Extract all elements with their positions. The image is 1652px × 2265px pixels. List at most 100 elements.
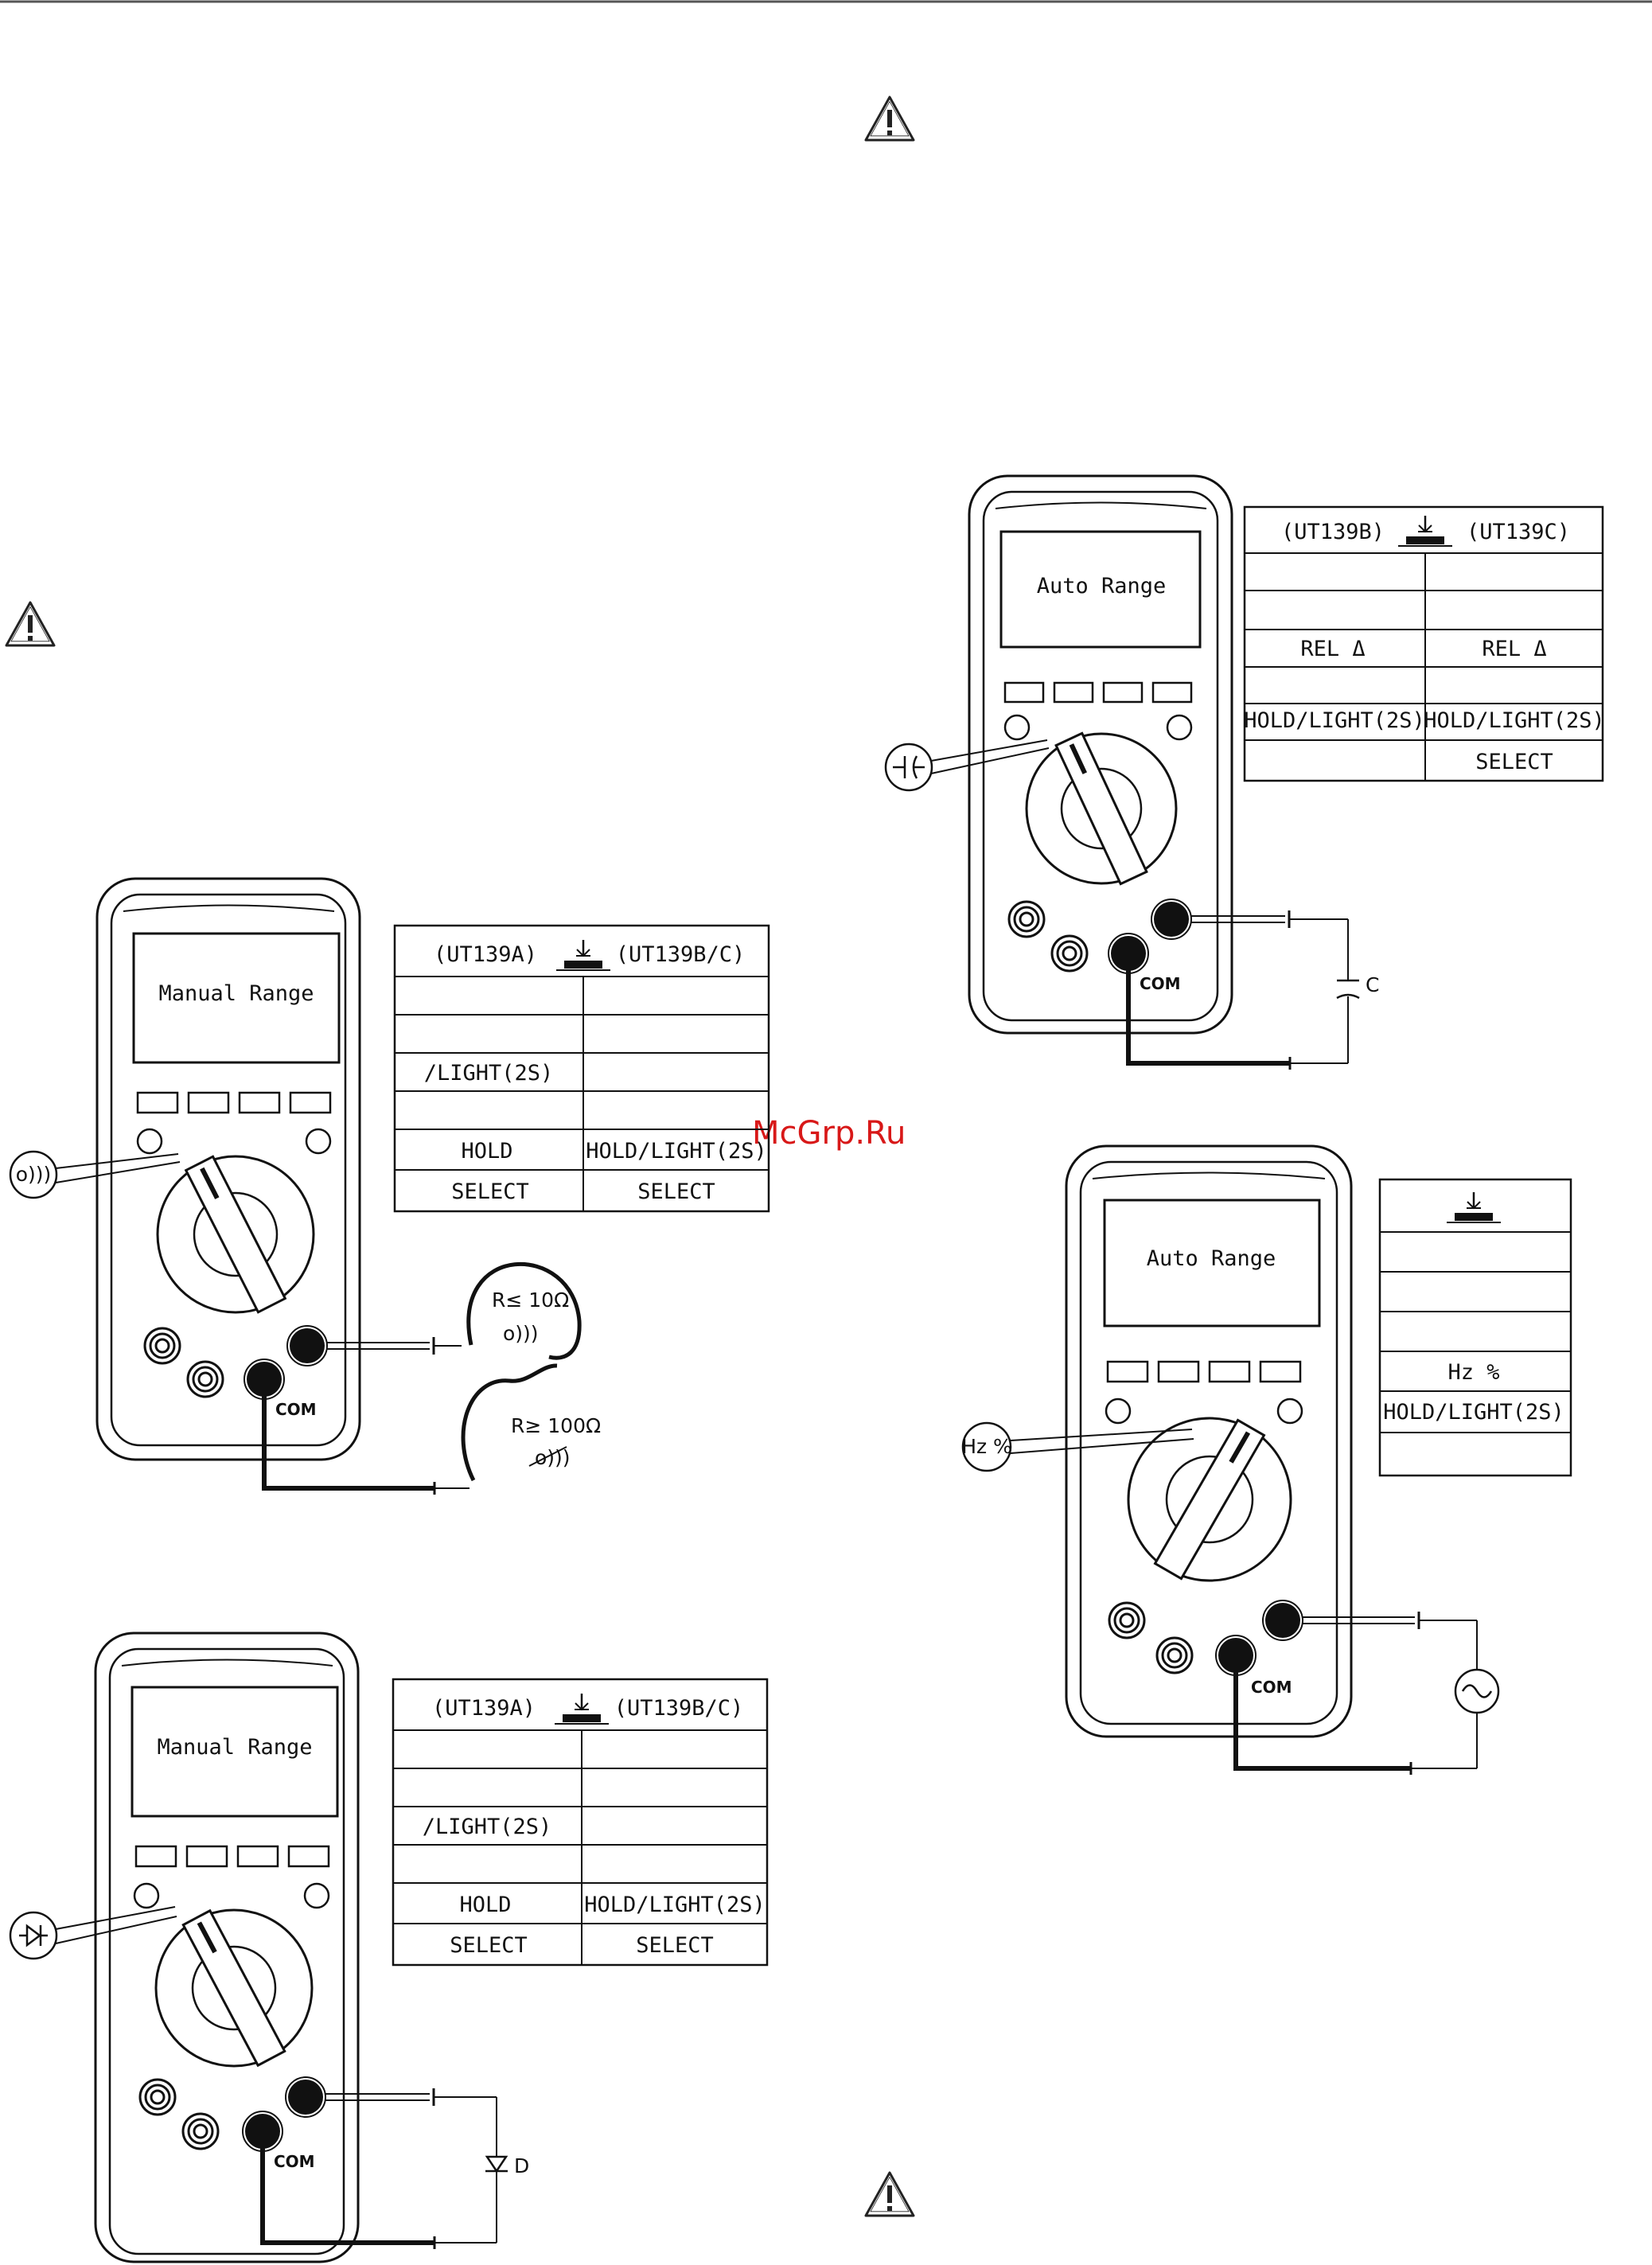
function-button[interactable] bbox=[1106, 1360, 1149, 1383]
table-header-right: (UT139B/C) bbox=[614, 1696, 744, 1721]
function-button[interactable] bbox=[136, 1091, 179, 1114]
indicator-hole bbox=[303, 1882, 330, 1909]
selector-callout bbox=[9, 1150, 58, 1199]
voltage-jack bbox=[1262, 1600, 1303, 1641]
indicator-hole bbox=[1276, 1398, 1303, 1425]
table-header-right: (UT139C) bbox=[1467, 520, 1570, 544]
indicator-hole bbox=[136, 1128, 163, 1155]
selector-callout bbox=[9, 1911, 58, 1960]
rotary-dial[interactable] bbox=[1127, 1417, 1292, 1582]
table-cell: SELECT bbox=[451, 1179, 529, 1204]
lcd-screen bbox=[1103, 1199, 1321, 1327]
dial-knob[interactable] bbox=[181, 1908, 286, 2068]
meter-diode: Manual Range COM bbox=[9, 1632, 769, 2263]
com-label: COM bbox=[1251, 1678, 1292, 1697]
dial-knob[interactable] bbox=[1153, 1418, 1266, 1581]
key-table: (UT139A) (UT139B/C) /LIGHT(2S) HOLD HOLD… bbox=[393, 924, 770, 1213]
table-cell: SELECT bbox=[1475, 750, 1553, 774]
watermark: McGrp.Ru bbox=[752, 1115, 906, 1152]
function-button[interactable] bbox=[287, 1845, 330, 1868]
function-button[interactable] bbox=[185, 1845, 228, 1868]
function-button[interactable] bbox=[1053, 681, 1094, 704]
rotary-dial-inner bbox=[1165, 1455, 1254, 1544]
table-cell: HOLD bbox=[461, 1139, 512, 1164]
key-table: Hz % HOLD/LIGHT(2S) bbox=[1378, 1178, 1572, 1477]
table-cell: SELECT bbox=[450, 1933, 528, 1958]
table-cell: /LIGHT(2S) bbox=[424, 1061, 554, 1086]
meter-body-inner bbox=[1079, 1160, 1338, 1725]
rotary-dial[interactable] bbox=[154, 1908, 314, 2068]
key-table: (UT139A) (UT139B/C) /LIGHT(2S) HOLD HOLD… bbox=[392, 1678, 769, 1967]
com-label: COM bbox=[275, 1400, 317, 1419]
voltage-jack bbox=[285, 2076, 326, 2118]
table-cell: HOLD/LIGHT(2S) bbox=[1244, 708, 1425, 733]
table-cell: /LIGHT(2S) bbox=[423, 1815, 552, 1839]
function-button[interactable] bbox=[134, 1845, 177, 1868]
capacitor-icon bbox=[1336, 979, 1360, 1000]
lcd-screen bbox=[132, 932, 341, 1064]
function-button[interactable] bbox=[1259, 1360, 1302, 1383]
ground-icon bbox=[555, 938, 612, 972]
rotary-dial[interactable] bbox=[1025, 732, 1178, 885]
lcd-text: Auto Range bbox=[1147, 1246, 1276, 1271]
function-button[interactable] bbox=[289, 1091, 332, 1114]
function-button[interactable] bbox=[236, 1845, 279, 1868]
dial-knob[interactable] bbox=[184, 1155, 287, 1314]
probe-label-high: R≥ 100Ω bbox=[511, 1414, 601, 1437]
ground-icon bbox=[553, 1692, 610, 1725]
capacitor-icon bbox=[893, 755, 925, 779]
selector-callout bbox=[961, 1421, 1012, 1472]
ground-icon bbox=[1397, 514, 1454, 548]
function-button[interactable] bbox=[1151, 681, 1193, 704]
ground-icon bbox=[1445, 1191, 1502, 1224]
input-jack bbox=[1155, 1636, 1194, 1674]
lcd-screen bbox=[131, 1686, 339, 1818]
input-jack bbox=[1050, 934, 1089, 973]
lcd-text: Manual Range bbox=[158, 981, 314, 1006]
function-button[interactable] bbox=[1102, 681, 1144, 704]
warning-icon bbox=[5, 601, 56, 647]
meter-body-inner bbox=[108, 1647, 345, 2255]
component-label-d: D bbox=[514, 2154, 529, 2177]
meter-body-inner bbox=[982, 490, 1219, 1022]
table-cell: HOLD/LIGHT(2S) bbox=[1383, 1400, 1564, 1425]
dial-knob[interactable] bbox=[1054, 731, 1148, 886]
input-jack bbox=[181, 2112, 220, 2150]
com-label: COM bbox=[274, 2152, 315, 2171]
table-cell: HOLD bbox=[459, 1893, 511, 1917]
indicator-hole bbox=[305, 1128, 332, 1155]
voltage-jack bbox=[286, 1325, 328, 1366]
indicator-hole bbox=[133, 1882, 160, 1909]
meter-body bbox=[94, 1632, 360, 2263]
indicator-hole bbox=[1105, 1398, 1132, 1425]
function-button[interactable] bbox=[1003, 681, 1045, 704]
function-button[interactable] bbox=[238, 1091, 281, 1114]
rotary-dial-inner bbox=[191, 1945, 277, 2031]
table-cell: SELECT bbox=[637, 1179, 715, 1204]
com-label: COM bbox=[1140, 974, 1181, 993]
component-label-c: C bbox=[1366, 973, 1379, 996]
hz-percent-symbol: Hz % bbox=[961, 1435, 1012, 1458]
function-button[interactable] bbox=[187, 1091, 230, 1114]
table-header-left: (UT139A) bbox=[432, 1696, 536, 1721]
continuity-symbol: o))) bbox=[16, 1163, 52, 1186]
warning-icon bbox=[864, 96, 915, 142]
input-jack bbox=[138, 2078, 177, 2116]
meter-capacitance: Auto Range COM bbox=[884, 474, 1605, 1070]
lcd-text: Auto Range bbox=[1037, 574, 1167, 598]
indicator-hole bbox=[1166, 714, 1193, 741]
probe-beep-symbol: o))) bbox=[503, 1322, 539, 1345]
lcd-text: Manual Range bbox=[157, 1735, 312, 1760]
function-button[interactable] bbox=[1157, 1360, 1200, 1383]
input-jack bbox=[143, 1327, 181, 1365]
function-button[interactable] bbox=[1208, 1360, 1251, 1383]
rotary-dial-inner bbox=[1060, 767, 1143, 850]
rotary-dial[interactable] bbox=[156, 1155, 315, 1314]
meter-continuity: Manual Range COM o))) R≤ 10Ω bbox=[9, 877, 770, 1495]
meter-frequency: Auto Range COM Hz % bbox=[961, 1144, 1572, 1775]
table-header-left: (UT139B) bbox=[1281, 520, 1385, 544]
probe-label-low: R≤ 10Ω bbox=[492, 1288, 569, 1312]
input-jack bbox=[186, 1360, 224, 1398]
table-cell: SELECT bbox=[636, 1933, 714, 1958]
